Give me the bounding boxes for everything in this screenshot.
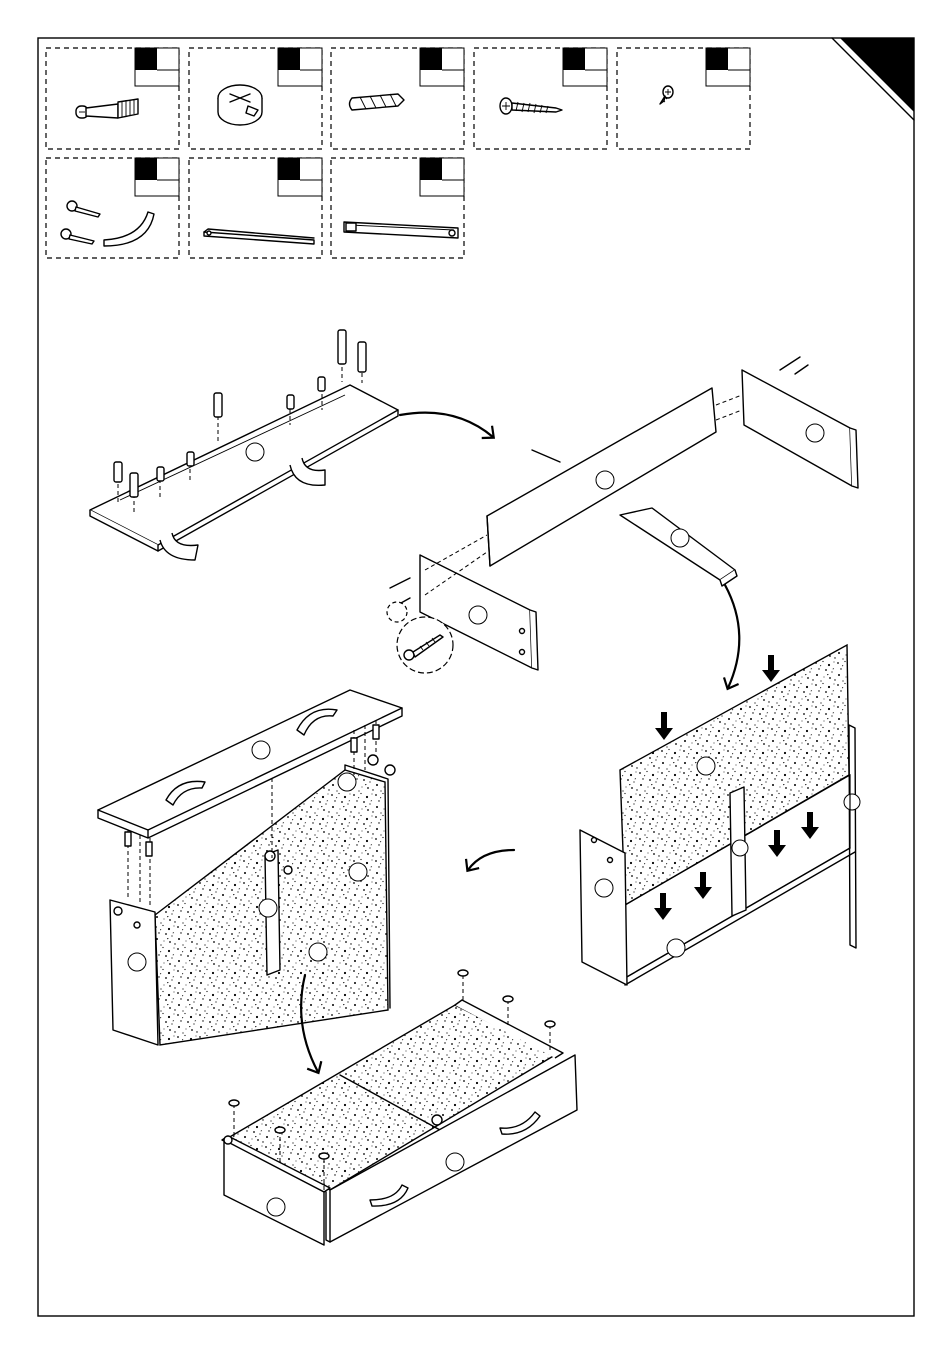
step-back-panel xyxy=(580,645,860,985)
legend-box-cam-bolt xyxy=(46,48,179,149)
arrow-step3-to-step4 xyxy=(468,850,514,870)
legend-box-short-screw xyxy=(617,48,750,149)
corner-tab-marker xyxy=(832,38,914,120)
step-top-panel xyxy=(90,330,398,560)
right-side-panel xyxy=(742,370,852,486)
arrow-step1-to-step2 xyxy=(400,413,493,437)
legend-box-handle xyxy=(46,158,179,258)
step-attach-top xyxy=(98,690,402,1045)
legend-box-dowel xyxy=(331,48,464,149)
legend-box-runner-right xyxy=(331,158,464,258)
handle-icon xyxy=(290,458,325,485)
hardware-legend xyxy=(46,48,750,258)
legend-box-runner-left xyxy=(189,158,322,258)
arrow-step2-to-step3 xyxy=(725,585,739,688)
handle-icon xyxy=(160,533,198,560)
legend-box-long-screw xyxy=(474,48,607,149)
cam-lock-nut-icon xyxy=(218,85,262,125)
legend-box-cam-nut xyxy=(189,48,322,149)
panel-label-circle xyxy=(246,443,264,461)
step-frame xyxy=(387,357,858,673)
cabinet-left-side xyxy=(110,900,158,1045)
